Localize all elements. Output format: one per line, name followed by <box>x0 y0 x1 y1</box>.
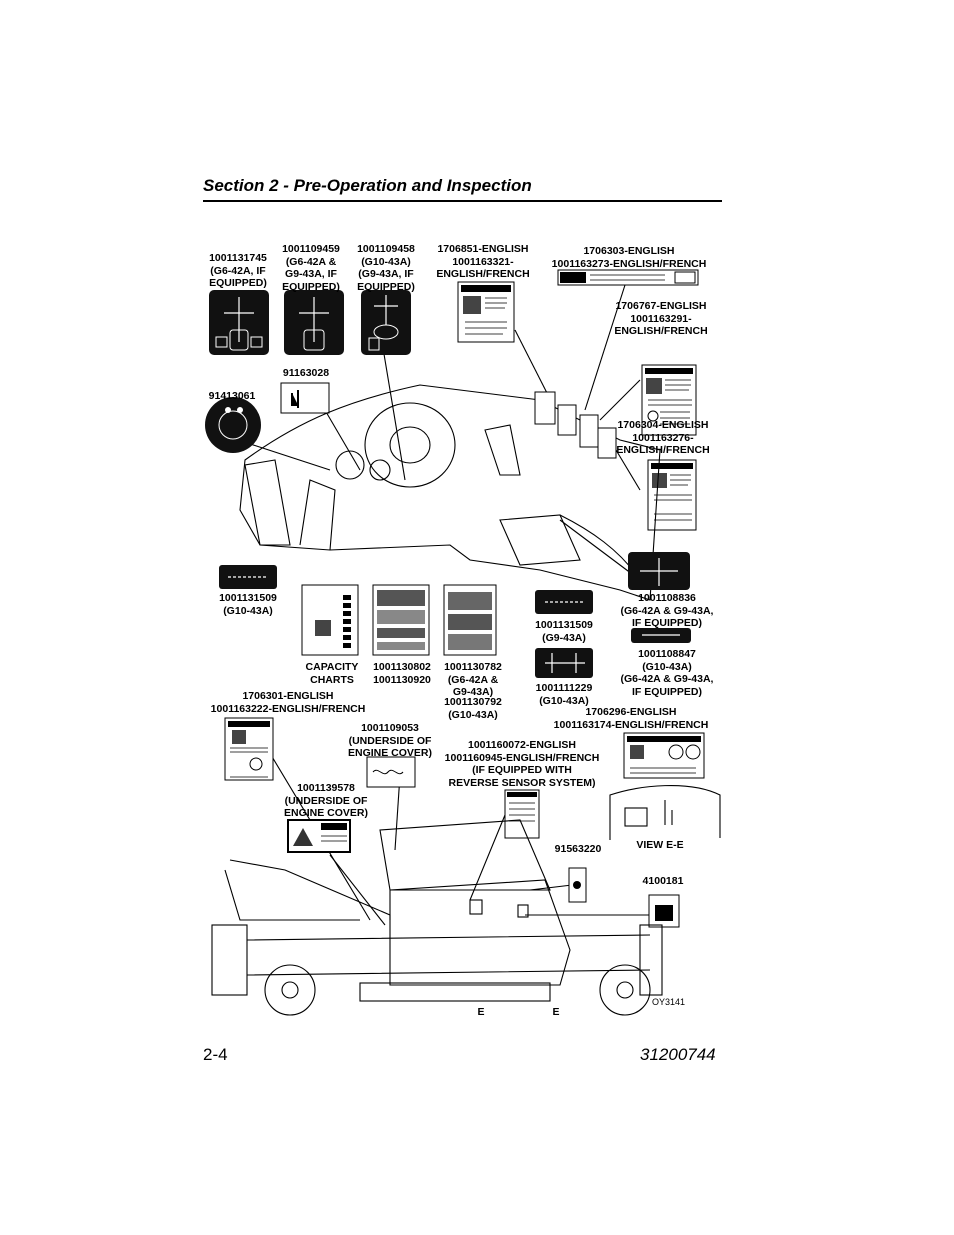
decal-1001109459 <box>284 290 344 355</box>
label-1001111229: 1001111229 (G10-43A) <box>528 682 600 707</box>
label-text: 1001109053 (UNDERSIDE OF ENGINE COVER) <box>347 722 432 759</box>
label-text: 1706301-ENGLISH 1001163222-ENGLISH/FRENC… <box>210 690 366 715</box>
label-text: 1001131509 (G9-43A) <box>535 619 593 644</box>
label-text: 91563220 <box>554 843 602 855</box>
label-text: 1001111229 (G10-43A) <box>535 682 593 707</box>
label-1001130782: 1001130782 (G6-42A & G9-43A) <box>437 661 509 699</box>
label-text: 1001130802 1001130920 <box>373 661 431 686</box>
label-1001130792: 1001130792 (G10-43A) <box>437 696 509 721</box>
decal-1001130782 <box>443 584 497 656</box>
label-text: 1001131745 (G6-42A, IF EQUIPPED) <box>209 252 267 289</box>
label-1706303: 1706303-ENGLISH 1001163273-ENGLISH/FRENC… <box>540 245 718 270</box>
decal-1706303 <box>557 269 699 286</box>
label-1001131509-g9: 1001131509 (G9-43A) <box>528 619 600 644</box>
decal-1001108836 <box>628 552 690 590</box>
label-text: 1706304-ENGLISH 1001163276- ENGLISH/FREN… <box>616 419 710 456</box>
label-1001160072: 1001160072-ENGLISH 1001160945-ENGLISH/FR… <box>436 739 608 789</box>
figure-reference: OY3141 <box>652 997 686 1007</box>
label-1001130802: 1001130802 1001130920 <box>367 661 437 686</box>
decal-1706767 <box>641 364 697 436</box>
label-1706301: 1706301-ENGLISH 1001163222-ENGLISH/FRENC… <box>204 690 372 715</box>
label-text: 1001130782 (G6-42A & G9-43A) <box>444 661 502 698</box>
decal-1001131509-g9 <box>535 590 593 614</box>
label-1001108836: 1001108836 (G6-42A & G9-43A, IF EQUIPPED… <box>612 592 722 630</box>
boxes-on-rear <box>534 391 617 459</box>
decal-1001139578 <box>287 819 351 853</box>
label-text: E <box>552 1006 560 1018</box>
label-text: CAPACITY CHARTS <box>305 661 359 686</box>
label-1001109458: 1001109458 (G10-43A) (G9-43A, IF EQUIPPE… <box>350 243 422 293</box>
label-view-e-e: VIEW E-E <box>628 839 692 852</box>
decal-91563220 <box>568 867 587 903</box>
decal-1001131509-g10 <box>219 565 277 589</box>
label-1001108847: 1001108847 (G10-43A) (G6-42A & G9-43A, I… <box>612 648 722 698</box>
cab-drawing <box>239 384 661 601</box>
label-1706851: 1706851-ENGLISH 1001163321- ENGLISH/FREN… <box>425 243 541 281</box>
view-e-e-drawing <box>609 784 721 840</box>
header-rule <box>203 200 722 202</box>
label-text: 1001160072-ENGLISH 1001160945-ENGLISH/FR… <box>444 739 600 789</box>
decal-1001131745 <box>209 290 269 355</box>
label-text: 4100181 <box>642 875 684 887</box>
decal-1001109053 <box>366 756 416 788</box>
machine-side-view <box>211 819 663 1016</box>
decal-1001111229 <box>535 648 593 678</box>
document-number: 31200744 <box>640 1045 716 1064</box>
label-4100181: 4100181 <box>636 875 690 888</box>
label-text: 1001131509 (G10-43A) <box>219 592 277 617</box>
section-title: Section 2 - Pre-Operation and Inspection <box>203 176 532 195</box>
label-1001109053: 1001109053 (UNDERSIDE OF ENGINE COVER) <box>342 722 438 760</box>
label-1001131745: 1001131745 (G6-42A, IF EQUIPPED) <box>204 252 272 290</box>
label-section-e-left: E <box>474 1006 488 1019</box>
label-text: 1706303-ENGLISH 1001163273-ENGLISH/FRENC… <box>551 245 707 270</box>
label-1001131509-g10: 1001131509 (G10-43A) <box>212 592 284 617</box>
decal-91413061 <box>205 397 261 453</box>
decal-4100181 <box>648 894 680 928</box>
label-1001139578: 1001139578 (UNDERSIDE OF ENGINE COVER) <box>278 782 374 820</box>
label-text: 1706296-ENGLISH 1001163174-ENGLISH/FRENC… <box>553 706 709 731</box>
decal-1706851 <box>457 281 515 343</box>
label-text: 1706851-ENGLISH 1001163321- ENGLISH/FREN… <box>436 243 530 280</box>
label-text: 1001109459 (G6-42A & G9-43A, IF EQUIPPED… <box>282 243 340 293</box>
decal-1706301 <box>224 717 274 781</box>
label-text: 1706767-ENGLISH 1001163291- ENGLISH/FREN… <box>614 300 708 337</box>
decal-1001160072 <box>504 789 540 839</box>
label-text: 91413061 <box>208 390 256 402</box>
label-text: 1001130792 (G10-43A) <box>444 696 502 721</box>
decal-1001130802 <box>372 584 430 656</box>
label-section-e-right: E <box>549 1006 563 1019</box>
label-91563220: 91563220 <box>548 843 608 856</box>
label-text: VIEW E-E <box>636 839 684 851</box>
decal-91163028 <box>280 382 330 414</box>
label-91163028: 91163028 <box>278 367 334 380</box>
page-number: 2-4 <box>203 1045 228 1064</box>
capacity-chart-decal <box>301 584 359 656</box>
decal-1001109458 <box>361 290 411 355</box>
decal-1706304 <box>647 459 697 531</box>
label-1001109459: 1001109459 (G6-42A & G9-43A, IF EQUIPPED… <box>276 243 346 293</box>
label-text: 91163028 <box>282 367 330 379</box>
label-text: 1001139578 (UNDERSIDE OF ENGINE COVER) <box>283 782 368 819</box>
label-text: 1001108836 (G6-42A & G9-43A, IF EQUIPPED… <box>620 592 714 629</box>
decal-1001108847 <box>631 628 691 643</box>
decal-1706296 <box>623 732 705 779</box>
label-1706767: 1706767-ENGLISH 1001163291- ENGLISH/FREN… <box>606 300 716 338</box>
label-text: 1001108847 (G10-43A) (G6-42A & G9-43A, I… <box>620 648 714 698</box>
label-capacity-charts: CAPACITY CHARTS <box>299 661 365 686</box>
label-91413061: 91413061 <box>204 390 260 403</box>
label-text: 1001109458 (G10-43A) (G9-43A, IF EQUIPPE… <box>357 243 415 293</box>
label-text: E <box>477 1006 485 1018</box>
label-1706304: 1706304-ENGLISH 1001163276- ENGLISH/FREN… <box>609 419 717 457</box>
label-1706296: 1706296-ENGLISH 1001163174-ENGLISH/FRENC… <box>544 706 718 731</box>
